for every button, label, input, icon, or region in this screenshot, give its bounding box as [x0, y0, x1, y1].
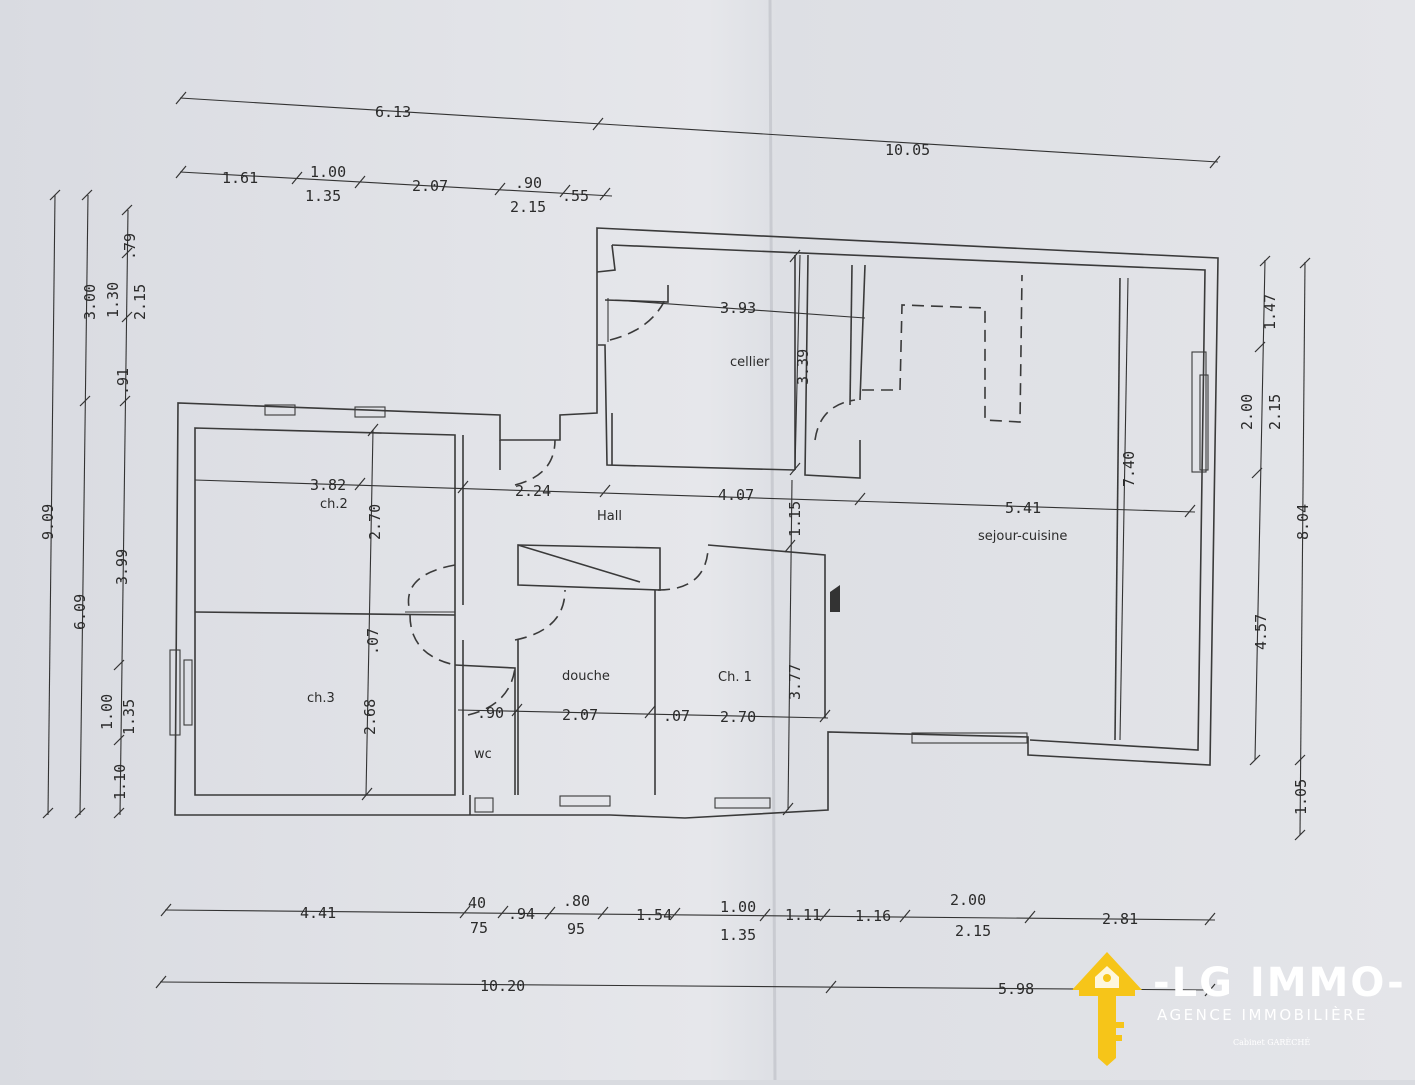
dim-bottom-100: 1.00 — [720, 898, 756, 916]
dim-right-147: 1.47 — [1261, 294, 1279, 330]
doors — [405, 298, 856, 716]
room-label-ch1: Ch. 1 — [718, 670, 752, 685]
dim-top-613: 6.13 — [375, 103, 411, 121]
dim-left-79: .79 — [121, 233, 139, 260]
room-label-hall: Hall — [597, 509, 622, 524]
right-dimension-labels: 1.47 2.00 2.15 8.04 4.57 1.05 — [1238, 294, 1312, 815]
dim-inner-541: 5.41 — [1005, 499, 1041, 517]
dim-inner-393: 3.93 — [720, 299, 756, 317]
dimension-ticks — [42, 91, 1311, 997]
dim-bottom-200: 2.00 — [950, 891, 986, 909]
dim-left-909: 9.09 — [39, 504, 57, 540]
stair-marker — [830, 585, 840, 612]
dimension-lines — [47, 97, 1306, 991]
dim-bottom-441: 4.41 — [300, 904, 336, 922]
dim-inner-224: 2.24 — [515, 482, 551, 500]
dim-top-90: .90 — [515, 174, 542, 192]
dim-bottom-80: .80 — [563, 892, 590, 910]
dim-top-135: 1.35 — [305, 187, 341, 205]
dim-bottom-75: 75 — [470, 919, 488, 937]
dim-inner-07a: .07 — [364, 628, 382, 655]
dim-inner-339: 3.39 — [794, 349, 812, 385]
dim-inner-07b: .07 — [663, 707, 690, 725]
dim-right-457: 4.57 — [1252, 614, 1270, 650]
dim-inner-90: .90 — [477, 704, 504, 722]
dim-top-100: 1.00 — [310, 163, 346, 181]
left-dimension-labels: 9.09 6.09 3.00 1.30 .79 2.15 .91 3.99 1.… — [39, 233, 149, 800]
dim-inner-377: 3.77 — [786, 664, 804, 700]
dim-bottom-1020: 10.20 — [480, 977, 525, 995]
logo-tagline: AGENCE IMMOBILIÈRE — [1157, 1005, 1368, 1024]
dim-right-215: 2.15 — [1266, 394, 1284, 430]
dim-inner-207: 2.07 — [562, 706, 598, 724]
dim-inner-407: 4.07 — [718, 486, 754, 504]
dim-left-215: 2.15 — [131, 284, 149, 320]
lg-immo-logo: -LG IMMO- AGENCE IMMOBILIÈRE Cabinet GAR… — [1072, 952, 1406, 1066]
room-label-douche: douche — [562, 669, 610, 684]
paper-fold — [768, 0, 777, 1081]
dim-left-300: 3.00 — [81, 284, 99, 320]
dim-top-161: 1.61 — [222, 169, 258, 187]
top-dimension-labels: 6.13 10.05 1.61 1.00 1.35 2.07 .90 2.15 … — [222, 103, 930, 216]
dim-bottom-40: 40 — [468, 894, 486, 912]
dim-top-207: 2.07 — [412, 177, 448, 195]
kitchen-counter — [862, 274, 1023, 423]
room-label-sejour-cuisine: sejour-cuisine — [978, 529, 1067, 544]
dim-bottom-281: 2.81 — [1102, 910, 1138, 928]
dim-top-1005: 10.05 — [885, 141, 930, 159]
dim-left-91: .91 — [114, 368, 132, 395]
dim-left-135: 1.35 — [120, 699, 138, 735]
dim-right-200: 2.00 — [1238, 394, 1256, 430]
dim-inner-115: 1.15 — [786, 501, 804, 537]
dim-inner-740: 7.40 — [1120, 451, 1138, 487]
dim-right-804: 8.04 — [1294, 504, 1312, 540]
dim-bottom-94: .94 — [508, 905, 535, 923]
dim-bottom-116: 1.16 — [855, 907, 891, 925]
house-key-icon — [1072, 952, 1142, 1066]
room-label-ch3: ch.3 — [307, 691, 335, 706]
dim-bottom-95: 95 — [567, 920, 585, 938]
dim-bottom-598: 5.98 — [998, 980, 1034, 998]
dim-inner-268: 2.68 — [361, 699, 379, 735]
logo-name: -LG IMMO- — [1153, 960, 1406, 1006]
dim-top-55: .55 — [562, 187, 589, 205]
dim-top-215: 2.15 — [510, 198, 546, 216]
windows — [169, 351, 1209, 813]
dim-bottom-111: 1.11 — [785, 906, 821, 924]
room-labels: cellier Hall sejour-cuisine ch.2 ch.3 do… — [307, 355, 1067, 762]
dim-inner-270a: 2.70 — [366, 504, 384, 540]
room-label-ch2: ch.2 — [320, 497, 348, 512]
dim-bottom-215: 2.15 — [955, 922, 991, 940]
dim-left-130: 1.30 — [104, 282, 122, 318]
inner-dimension-labels: 3.93 3.39 3.82 2.24 4.07 5.41 7.40 2.70 … — [310, 299, 1138, 735]
dim-left-110: 1.10 — [111, 764, 129, 800]
dim-left-609: 6.09 — [71, 594, 89, 630]
logo-cabinet: Cabinet GARÈCHÉ — [1233, 1038, 1310, 1047]
dim-left-399: 3.99 — [113, 549, 131, 585]
dim-bottom-135: 1.35 — [720, 926, 756, 944]
dim-right-105: 1.05 — [1292, 779, 1310, 815]
dim-inner-270b: 2.70 — [720, 708, 756, 726]
dim-left-100: 1.00 — [98, 694, 116, 730]
room-label-wc: wc — [474, 747, 492, 762]
dim-inner-382: 3.82 — [310, 476, 346, 494]
bottom-dimension-labels: 4.41 40 75 .94 .80 95 1.54 1.00 1.35 1.1… — [300, 891, 1138, 998]
dim-bottom-154: 1.54 — [636, 906, 672, 924]
room-label-cellier: cellier — [730, 355, 770, 370]
